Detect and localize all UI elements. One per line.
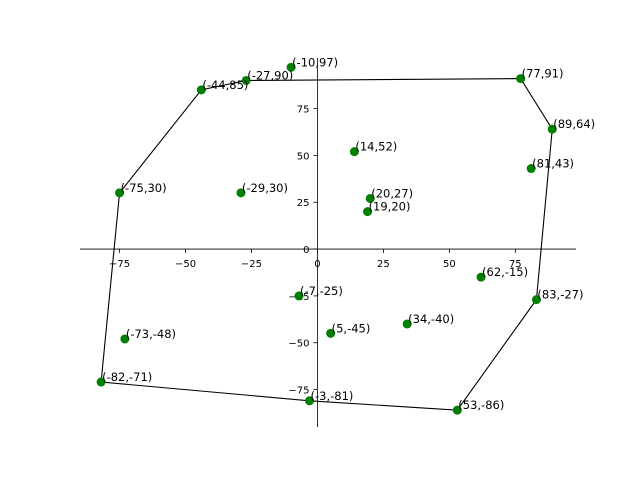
y-tick-label: 0 [303, 245, 309, 256]
data-point-label: (-29,30) [242, 181, 288, 195]
data-point-label: (83,-27) [537, 288, 583, 302]
data-point [286, 62, 296, 72]
y-tick-label: −75 [288, 386, 309, 397]
data-point-label: (-75,30) [121, 181, 167, 195]
y-tick-label: 75 [297, 105, 310, 116]
data-point-label: (34,-40) [408, 312, 454, 326]
data-point [326, 328, 336, 338]
data-point-label: (-3,-81) [311, 389, 354, 403]
data-point-label: (19,20) [369, 200, 411, 214]
data-point [526, 164, 536, 174]
data-point-label: (53,-86) [458, 398, 504, 412]
x-tick-label: −25 [241, 259, 262, 270]
data-point [476, 272, 486, 282]
x-tick-label: −75 [109, 259, 130, 270]
data-point [96, 377, 106, 387]
data-point-label: (5,-45) [332, 321, 371, 335]
data-point [402, 319, 412, 329]
data-point [531, 295, 541, 305]
data-point [241, 75, 251, 85]
data-point-label: (-82,-71) [102, 370, 152, 384]
data-point [349, 147, 359, 157]
data-point-label: (-44,85) [202, 78, 248, 92]
data-point-label: (-7,-25) [300, 284, 343, 298]
data-point [305, 396, 315, 406]
data-point-label: (77,91) [522, 67, 564, 81]
x-tick-label: 50 [443, 259, 456, 270]
data-point [294, 291, 304, 301]
hull-outline [100, 78, 553, 411]
data-point-label: (-73,-48) [126, 327, 176, 341]
x-tick-label: 25 [377, 259, 390, 270]
axes [80, 58, 576, 427]
data-point [120, 334, 130, 344]
data-point [196, 85, 206, 95]
data-point-label: (62,-15) [482, 265, 528, 279]
point-labels: (-27,90)(-10,97) (-44,85) (77,91) (89,64) (1… [102, 55, 595, 412]
data-point [452, 405, 462, 415]
x-tick-label: −50 [175, 259, 196, 270]
data-point-label: (-10,97) [292, 55, 338, 69]
y-tick-label: −50 [288, 339, 309, 350]
data-point [115, 188, 125, 198]
data-point [363, 207, 373, 217]
data-point [365, 193, 375, 203]
y-tick-label: 50 [297, 151, 310, 162]
data-point-label: (-27,90) [247, 68, 293, 82]
x-tick-label: 75 [509, 259, 522, 270]
data-point-label: (89,64) [553, 117, 595, 131]
data-points [96, 62, 557, 415]
data-point [236, 188, 246, 198]
hull-polyline [100, 78, 553, 411]
data-point-label: (14,52) [355, 140, 397, 154]
data-point-label: (81,43) [532, 157, 574, 171]
data-point [516, 74, 526, 84]
y-tick-label: 25 [297, 198, 310, 209]
data-point-label: (20,27) [371, 186, 413, 200]
data-point [547, 124, 557, 134]
x-tick-label: 0 [314, 259, 320, 270]
